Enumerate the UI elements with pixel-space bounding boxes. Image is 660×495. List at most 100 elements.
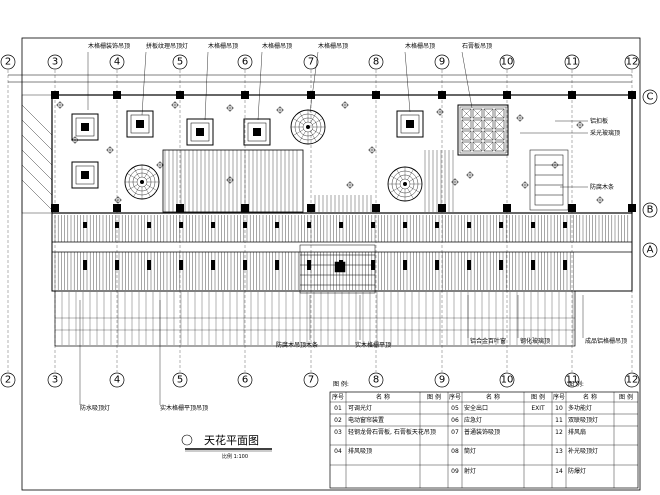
legend-cell: 射灯 (464, 467, 476, 475)
legend-cell: 10 (555, 405, 563, 412)
axis-label: 5 (177, 57, 183, 68)
structural-columns (51, 91, 636, 212)
legend-cell: 普通装饰吸顶 (464, 428, 500, 436)
axis-bubble (564, 54, 580, 70)
axis-label: 8 (373, 375, 379, 386)
drawing-scale: 比例 1:100 (222, 453, 248, 460)
annotation-leaders (79, 51, 588, 405)
bottom-annotation-1: 防腐木吊顶木条 (276, 341, 318, 349)
axis-label: 6 (242, 57, 248, 68)
top-annotation-5: 木格栅吊顶 (318, 42, 348, 50)
axis-label: 2 (5, 375, 11, 386)
round-chandeliers (124, 109, 423, 202)
axis-bubble (0, 54, 16, 70)
top-dimension-lines (8, 74, 632, 83)
legend-cell: 05 (451, 405, 459, 412)
lower-left-annotation-2: 实木格栅平顶吊顶 (160, 404, 208, 412)
axis-bubble (642, 202, 658, 218)
axis-label: B (647, 205, 654, 216)
legend-heading-right: 图 例: (568, 380, 584, 388)
legend-cell: 08 (451, 448, 459, 455)
axis-bubble (109, 372, 125, 388)
legend-header: 序号 (449, 393, 461, 401)
legend-cell: 排风扇 (568, 428, 586, 436)
light-fixtures (56, 101, 604, 270)
legend-cell: EXIT (531, 405, 545, 412)
legend-cell: 13 (555, 448, 563, 455)
legend-cell: 补光吸顶灯 (568, 447, 598, 455)
axis-label: 7 (308, 375, 314, 386)
legend-header: 名 称 (486, 393, 500, 401)
legend-cell: 防爆灯 (568, 467, 586, 475)
axis-bubble (172, 372, 188, 388)
legend-cell: 排风吸顶 (348, 447, 372, 455)
legend-cell: 11 (555, 417, 563, 424)
wood-slat-ceiling-lower (52, 215, 632, 290)
axis-bubble (368, 372, 384, 388)
legend-header: 图 例 (531, 393, 545, 401)
legend-header: 名 称 (583, 393, 597, 401)
legend-cell: 02 (334, 417, 342, 424)
axis-bubble (172, 54, 188, 70)
top-annotation-1: 木格栅装饰吊顶 (88, 42, 130, 50)
axis-label: 8 (373, 57, 379, 68)
legend-cell: 电动窗帘装置 (348, 416, 384, 424)
bottom-annotation-5: 成品铝格栅吊顶 (585, 337, 627, 345)
axis-label: 12 (626, 375, 639, 386)
legend-cell: 04 (334, 448, 342, 455)
axis-label: 11 (566, 57, 579, 68)
axis-label: 5 (177, 375, 183, 386)
legend-cell: 可调光灯 (348, 404, 372, 412)
axis-label: 9 (439, 375, 445, 386)
axis-bubble (303, 372, 319, 388)
axis-bubble (434, 54, 450, 70)
legend-cell: 14 (555, 468, 563, 475)
axis-label: 10 (501, 57, 514, 68)
axis-bubble (368, 54, 384, 70)
legend-cell: 01 (334, 405, 342, 412)
top-annotation-7: 石膏板吊顶 (462, 42, 492, 50)
right-annotations: 铝扣板 采光玻璃顶 防腐木条 (590, 117, 620, 191)
legend-header: 序号 (332, 393, 344, 401)
legend-header: 图 例 (619, 393, 633, 401)
drawing-title-block: 天花平面图 比例 1:100 (181, 434, 272, 460)
axis-bubble (642, 242, 658, 258)
top-annotation-3: 木格栅吊顶 (208, 42, 238, 50)
top-annotation-4: 木格栅吊顶 (262, 42, 292, 50)
wood-slat-ceiling-upper (162, 149, 454, 213)
axis-bubble (499, 372, 515, 388)
legend-cell: 06 (451, 417, 459, 424)
lower-left-annotations: 防水吸顶灯 实木格栅平顶吊顶 (80, 404, 208, 412)
bottom-annotations: 防腐木吊顶木条 实木格栅平顶 铝合金百叶窗 钢化玻璃顶 成品铝格栅吊顶 (276, 337, 627, 349)
left-hatch-wall (21, 94, 53, 214)
axis-label: 3 (52, 375, 58, 386)
axis-bubble (624, 54, 640, 70)
axis-label: 11 (566, 375, 579, 386)
right-annotation-1: 铝扣板 (590, 117, 608, 125)
legend-header: 名 称 (376, 393, 390, 401)
axis-label: 9 (439, 57, 445, 68)
axis-label: 2 (5, 57, 11, 68)
axis-bubble (109, 54, 125, 70)
axis-label: 7 (308, 57, 314, 68)
axis-bubble (624, 372, 640, 388)
lower-left-annotation-1: 防水吸顶灯 (80, 404, 110, 412)
legend-cell: 筒灯 (464, 447, 476, 455)
axis-label: 3 (52, 57, 58, 68)
legend-cell: 双联吸顶灯 (568, 416, 598, 424)
bottom-annotation-3: 铝合金百叶窗 (470, 337, 506, 345)
bottom-annotation-2: 实木格栅平顶 (355, 341, 391, 349)
top-annotation-6: 木格栅吊顶 (405, 42, 435, 50)
stair-shaft (529, 149, 569, 211)
axis-bubble (47, 54, 63, 70)
axis-bubble (237, 372, 253, 388)
legend-cell: 安全出口 (464, 404, 488, 412)
axis-label: 4 (114, 57, 120, 68)
legend-header: 序号 (553, 393, 565, 401)
right-annotation-3: 防腐木条 (590, 183, 614, 191)
legend-cell: 03 (334, 429, 342, 436)
